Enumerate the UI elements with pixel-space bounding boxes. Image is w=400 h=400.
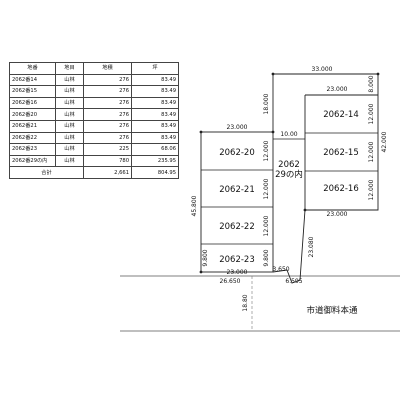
dim-right-lower-vertical: 23.080 [308, 236, 315, 257]
dim-left-block-bottom: 23.000 [227, 269, 248, 276]
row-area-tsubo: 68.06 [131, 143, 179, 156]
left-block-outline [200, 131, 274, 273]
dim-road-width: 18.80 [242, 294, 249, 311]
corner-marker [271, 72, 275, 76]
plot-label-2062-20: 2062-20 [219, 148, 255, 158]
plot-label-2062-22: 2062-22 [219, 222, 255, 232]
corner-marker [199, 130, 203, 134]
row-area-tsubo: 235.95 [131, 154, 179, 168]
plot-label-2062-21: 2062-21 [219, 185, 255, 195]
area-table-header: 地番 地目 地積 坪 [9, 62, 179, 75]
plot-label-2062-23: 2062-23 [219, 255, 255, 265]
plot-label-2062-15: 2062-15 [323, 148, 359, 158]
dim-p20-side: 12.000 [263, 140, 270, 161]
dim-p23-side: 9.800 [202, 249, 209, 266]
table-row: 2062番29の内 山林 780 235.95 [9, 154, 179, 168]
row-area-tsubo: 83.49 [131, 131, 179, 145]
total-area-sqm: 2,661 [83, 166, 132, 179]
dim-right-block-height: 42.000 [381, 131, 388, 152]
dim-road-access-width: 10.00 [280, 131, 297, 138]
row-lot: 2062番21 [9, 119, 56, 133]
dim-p15-side: 12.000 [368, 141, 375, 162]
dim-p22-side: 12.000 [263, 215, 270, 236]
dim-top-width: 33.000 [312, 66, 333, 73]
dim-top-right-vertical: 8.000 [368, 75, 375, 92]
table-row: 2062番14 山林 276 83.49 [9, 73, 179, 87]
corner-marker [271, 130, 275, 134]
dim-p21-side: 12.000 [263, 178, 270, 199]
row-area-sqm: 276 [83, 131, 132, 145]
area-table: 地番 地目 地積 坪 2062番14 山林 276 83.49 2062番15 … [9, 62, 179, 179]
dim-p14-side: 12.000 [368, 103, 375, 124]
table-row: 2062番22 山林 276 83.49 [9, 131, 179, 145]
table-total-row: 合計 2,661 804.95 [9, 166, 179, 179]
dim-left-block-top: 23.000 [227, 124, 248, 131]
corner-marker [199, 270, 203, 274]
dim-frontage-mid: 3.650 [272, 266, 289, 273]
dim-p23-right-side: 9.800 [263, 249, 270, 266]
dim-frontage-left: 26.650 [220, 278, 241, 285]
dim-right-block-top: 23.000 [327, 86, 348, 93]
dim-p16-side: 12.000 [368, 179, 375, 200]
total-label: 合計 [9, 166, 84, 179]
total-area-tsubo: 804.95 [131, 166, 179, 179]
lot-29-outline [272, 73, 379, 284]
dim-right-block-bottom: 23.000 [327, 211, 348, 218]
dim-frontage-right: 6.595 [285, 278, 302, 285]
row-area-sqm: 225 [83, 143, 132, 156]
plot-label-2062-14: 2062-14 [323, 110, 359, 120]
corner-marker [376, 72, 380, 76]
road-name: 市道御料本通 [306, 305, 358, 316]
row-category: 山林 [55, 131, 84, 145]
table-row: 2062番21 山林 276 83.49 [9, 119, 179, 133]
table-row: 2062番23 山林 225 68.06 [9, 143, 179, 156]
plot-label-2062-29-line1: 2062 [278, 160, 300, 170]
table-row: 2062番20 山林 276 83.49 [9, 108, 179, 121]
corner-marker [303, 208, 307, 212]
plot-label-2062-29-line2: 29の内 [275, 169, 303, 180]
row-area-tsubo: 83.49 [131, 119, 179, 133]
row-category: 山林 [55, 119, 84, 133]
plot-label-2062-16: 2062-16 [323, 184, 359, 194]
dim-top-vertical: 18.000 [263, 93, 270, 114]
dim-left-block-height: 45.800 [191, 195, 198, 216]
table-row: 2062番16 山林 276 83.49 [9, 96, 179, 110]
